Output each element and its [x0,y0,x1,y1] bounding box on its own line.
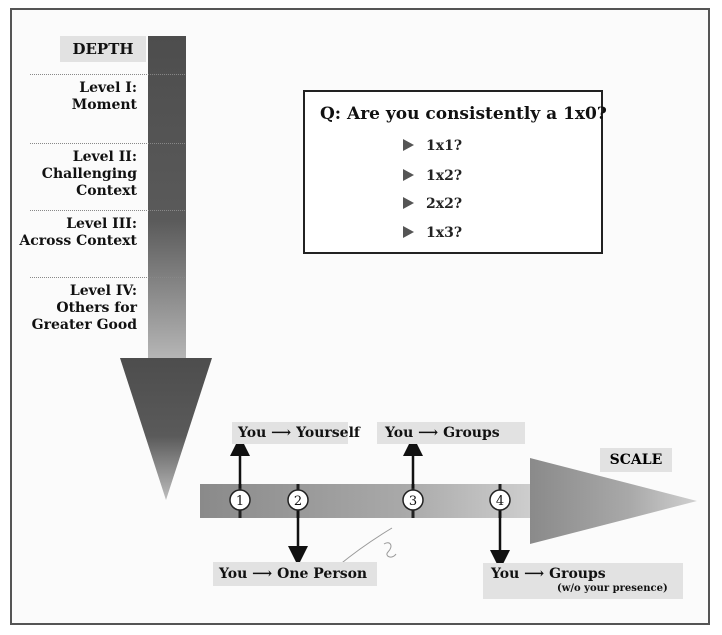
triangle-bullet-icon [403,169,414,181]
marker-circle-4 [489,489,511,511]
question-title: Q: Are you consistently a 1x0? [320,104,607,124]
marker-label-2: 2 [294,494,302,509]
connection-label-4: You ⟶ Groups (w/o your presence) [483,563,683,599]
depth-arrow-head [120,358,212,500]
pencil-scribble [337,527,397,567]
marker-circle-3 [402,489,424,511]
marker-circle-1 [229,489,251,511]
right-arrow-icon: ⟶ [271,425,292,441]
level-divider [30,210,185,211]
depth-title: DEPTH [60,36,146,62]
scale-arrow-shaft [200,484,540,518]
level-divider [30,143,185,144]
scale-arrow-head [530,458,697,544]
question-item: 1x2? [403,168,462,184]
marker-label-1: 1 [236,494,244,509]
question-item: 2x2? [403,196,462,212]
marker-circle-2 [287,489,309,511]
level-1-label: Level I:Moment [71,80,137,113]
question-item: 1x1? [403,138,462,154]
depth-arrow-shaft [148,36,186,370]
scale-title: SCALE [600,448,672,472]
triangle-bullet-icon [403,226,414,238]
connection-label-1: You ⟶ Yourself [232,422,360,444]
triangle-bullet-icon [403,197,414,209]
connection-note: (w/o your presence) [557,583,668,594]
connection-label-3: You ⟶ Groups [377,422,525,444]
question-item: 1x3? [403,225,462,241]
level-divider [30,74,185,75]
level-divider [30,277,185,278]
question-box: Q: Are you consistently a 1x0? 1x1? 1x2?… [303,90,607,254]
right-arrow-icon: ⟶ [252,566,273,582]
right-arrow-icon: ⟶ [524,566,545,582]
triangle-bullet-icon [403,139,414,151]
marker-label-3: 3 [409,494,417,509]
connection-label-2: You ⟶ One Person [213,562,377,586]
marker-label-4: 4 [496,494,504,509]
level-3-label: Level III:Across Context [19,216,137,249]
right-arrow-icon: ⟶ [418,425,439,441]
